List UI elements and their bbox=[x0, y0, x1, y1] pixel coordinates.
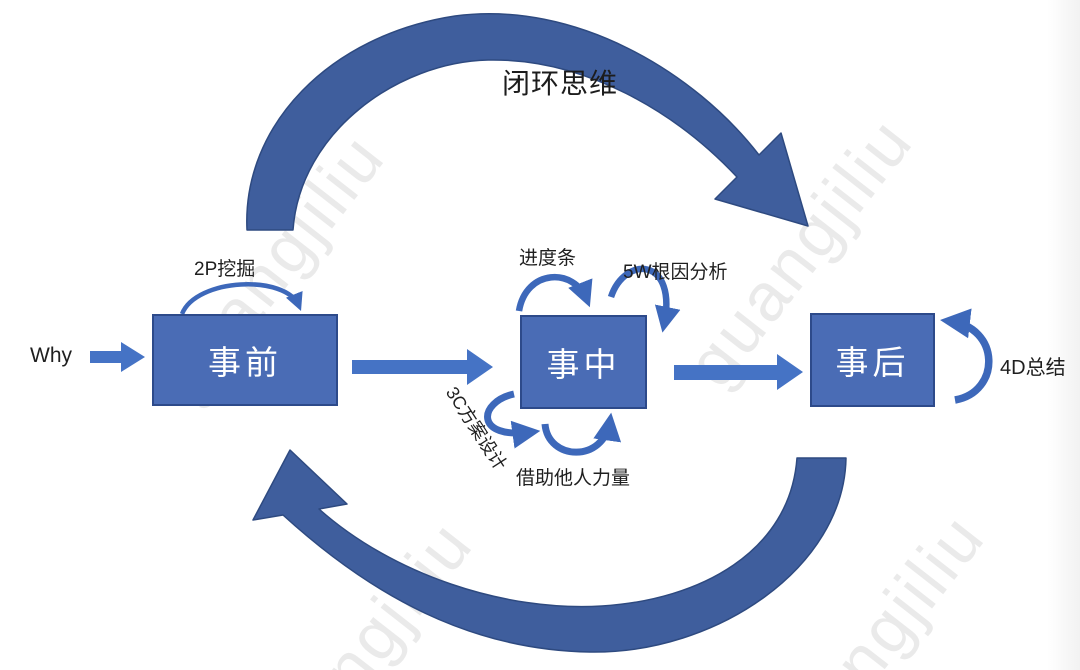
arrow-during-to-after-icon bbox=[674, 354, 803, 390]
why-label: Why bbox=[30, 344, 72, 367]
stage-box-during: 事中 bbox=[520, 315, 647, 409]
loop-arrow-5w-icon bbox=[607, 265, 681, 333]
arrow-before-to-during-icon bbox=[352, 349, 493, 385]
stage-box-before: 事前 bbox=[152, 314, 338, 406]
diagram-title: 闭环思维 bbox=[502, 68, 619, 99]
cycle-arrow-top-icon bbox=[246, 13, 809, 231]
loop-arrow-2p-icon bbox=[179, 282, 303, 316]
loop-arrow-help-icon bbox=[541, 412, 622, 456]
stage-box-before-label: 事前 bbox=[208, 344, 282, 381]
loop-arrow-3c-icon bbox=[484, 390, 541, 449]
stage-box-after-label: 事后 bbox=[835, 344, 910, 381]
loop-label-5w: 5W根因分析 bbox=[623, 262, 728, 283]
stage-box-during-label: 事中 bbox=[546, 346, 621, 383]
stage-box-after: 事后 bbox=[810, 313, 935, 407]
loop-arrow-progress-icon bbox=[515, 274, 593, 312]
loop-label-help: 借助他人力量 bbox=[516, 468, 631, 489]
loop-label-progress: 进度条 bbox=[519, 248, 577, 269]
loop-label-2p: 2P挖掘 bbox=[194, 259, 256, 280]
cycle-arrow-bottom-icon bbox=[252, 449, 847, 653]
loop-label-4d: 4D总结 bbox=[1000, 357, 1066, 379]
loop-arrow-4d-icon bbox=[940, 308, 993, 404]
why-arrow-icon bbox=[90, 342, 145, 372]
